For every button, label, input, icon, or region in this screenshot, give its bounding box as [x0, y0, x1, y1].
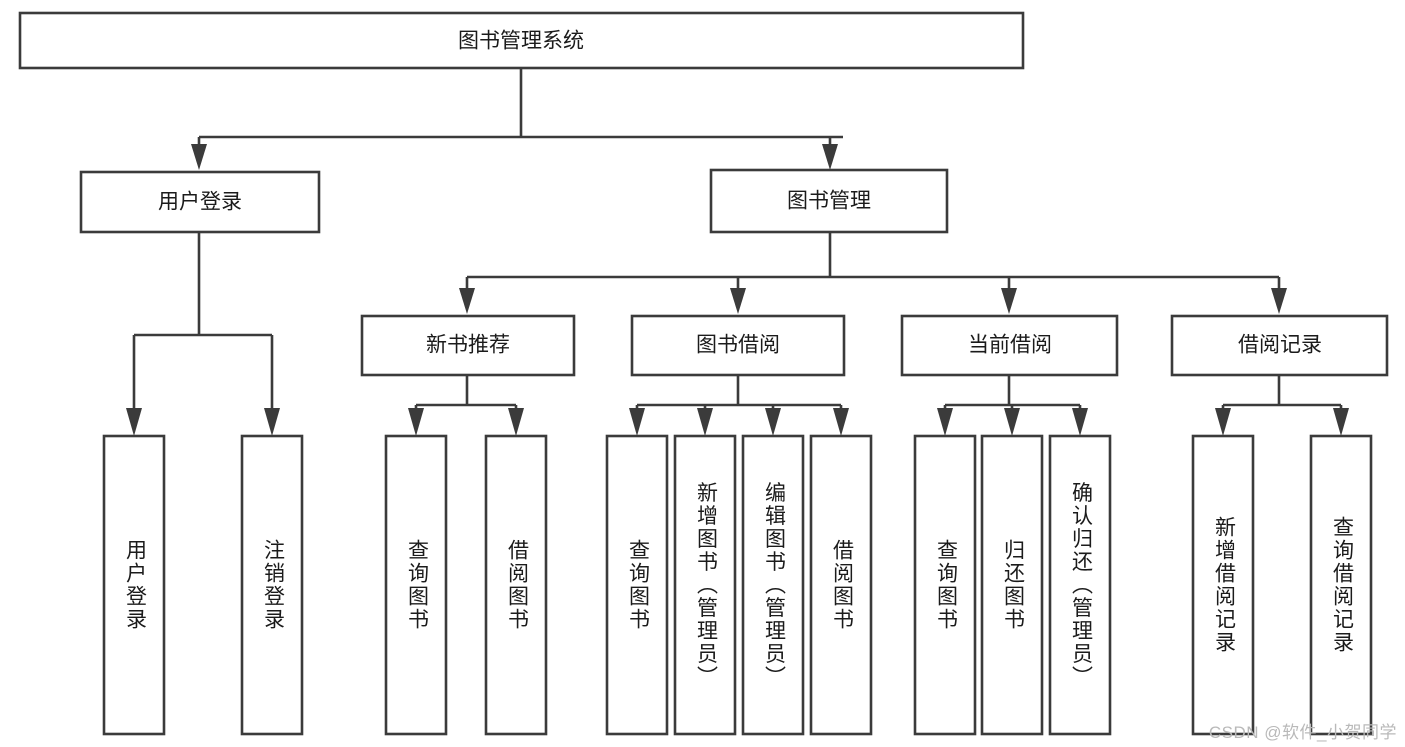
leaf-query-book-1-label: 查询图书: [405, 539, 429, 631]
arrowhead-book-management: [822, 144, 838, 170]
arrowhead-leaf-query-book-2: [629, 408, 645, 436]
arrowhead-leaf-edit-book: [765, 408, 781, 436]
arrowhead-borrow-record: [1271, 288, 1287, 314]
node-borrow-record-box[interactable]: [1170, 314, 1389, 377]
node-borrow-record-label: 借阅记录: [1238, 334, 1322, 357]
arrowhead-leaf-user-login: [126, 408, 142, 436]
node-root-box[interactable]: [18, 11, 1025, 70]
node-new-book-recommend-label: 新书推荐: [426, 334, 510, 357]
node-new-book-recommend-box[interactable]: [360, 314, 576, 377]
leaf-query-record[interactable]: 查询借阅记录: [1309, 434, 1373, 736]
node-book-management-box[interactable]: [709, 168, 949, 234]
leaf-borrow-book-1[interactable]: 借阅图书: [484, 434, 548, 736]
node-root[interactable]: 图书管理系统: [18, 11, 1025, 70]
leaf-query-book-2[interactable]: 查询图书: [605, 434, 669, 736]
leaf-borrow-book-2[interactable]: 借阅图书: [809, 434, 873, 736]
node-user-login-box[interactable]: [79, 170, 321, 234]
leaf-confirm-return-label: 确认归还（管理员）: [1069, 482, 1093, 689]
node-root-label: 图书管理系统: [458, 30, 584, 53]
leaf-query-book-1-box[interactable]: [384, 434, 448, 736]
arrowhead-new-book-recommend: [459, 288, 475, 314]
leaf-logout-login-label: 注销登录: [261, 539, 285, 631]
leaf-borrow-book-1-label: 借阅图书: [505, 539, 529, 631]
arrowhead-leaf-borrow-book-2: [833, 408, 849, 436]
leaf-edit-book-box[interactable]: [741, 434, 805, 736]
leaf-add-book-box[interactable]: [673, 434, 737, 736]
leaf-confirm-return-box[interactable]: [1048, 434, 1112, 736]
leaf-query-book-3[interactable]: 查询图书: [913, 434, 977, 736]
leaf-edit-book-label: 编辑图书（管理员）: [762, 482, 786, 689]
leaf-user-login-box[interactable]: [102, 434, 166, 736]
node-user-login-label: 用户登录: [158, 191, 242, 214]
arrowhead-leaf-confirm-return: [1072, 408, 1088, 436]
node-borrow-record[interactable]: 借阅记录: [1170, 314, 1389, 377]
leaf-query-record-label: 查询借阅记录: [1330, 516, 1354, 654]
leaf-query-book-3-label: 查询图书: [934, 539, 958, 631]
leaf-query-book-2-box[interactable]: [605, 434, 669, 736]
node-book-borrow-box[interactable]: [630, 314, 846, 377]
leaf-add-record-label: 新增借阅记录: [1212, 516, 1236, 654]
leaf-query-book-2-label: 查询图书: [626, 539, 650, 631]
node-book-management-label: 图书管理: [787, 190, 871, 213]
leaf-add-book[interactable]: 新增图书（管理员）: [673, 434, 737, 736]
edges-layer: [126, 68, 1349, 436]
arrowhead-leaf-add-record: [1215, 408, 1231, 436]
arrowhead-leaf-borrow-book-1: [508, 408, 524, 436]
leaf-query-book-1[interactable]: 查询图书: [384, 434, 448, 736]
leaf-edit-book[interactable]: 编辑图书（管理员）: [741, 434, 805, 736]
arrowhead-leaf-query-record: [1333, 408, 1349, 436]
leaf-confirm-return[interactable]: 确认归还（管理员）: [1048, 434, 1112, 736]
arrowhead-leaf-query-book-3: [937, 408, 953, 436]
leaf-user-login[interactable]: 用户登录: [102, 434, 166, 736]
leaf-return-book[interactable]: 归还图书: [980, 434, 1044, 736]
leaf-borrow-book-2-box[interactable]: [809, 434, 873, 736]
arrowhead-current-borrow: [1001, 288, 1017, 314]
leaf-logout-login-box[interactable]: [240, 434, 304, 736]
node-user-login[interactable]: 用户登录: [79, 170, 321, 234]
arrowhead-leaf-add-book: [697, 408, 713, 436]
leaf-add-book-label: 新增图书（管理员）: [694, 482, 718, 689]
leaf-query-record-box[interactable]: [1309, 434, 1373, 736]
node-book-management[interactable]: 图书管理: [709, 168, 949, 234]
arrowhead-user-login: [191, 144, 207, 170]
leaf-borrow-book-2-label: 借阅图书: [830, 539, 854, 631]
node-current-borrow[interactable]: 当前借阅: [900, 314, 1119, 377]
leaf-return-book-box[interactable]: [980, 434, 1044, 736]
leaf-user-login-label: 用户登录: [123, 539, 147, 631]
arrowhead-leaf-return-book: [1004, 408, 1020, 436]
node-book-borrow[interactable]: 图书借阅: [630, 314, 846, 377]
node-current-borrow-box[interactable]: [900, 314, 1119, 377]
node-current-borrow-label: 当前借阅: [968, 334, 1052, 357]
leaf-logout-login[interactable]: 注销登录: [240, 434, 304, 736]
leaf-query-book-3-box[interactable]: [913, 434, 977, 736]
leaf-add-record[interactable]: 新增借阅记录: [1191, 434, 1255, 736]
node-book-borrow-label: 图书借阅: [696, 334, 780, 357]
leaf-add-record-box[interactable]: [1191, 434, 1255, 736]
arrowhead-leaf-query-book-1: [408, 408, 424, 436]
leaf-borrow-book-1-box[interactable]: [484, 434, 548, 736]
arrowhead-book-borrow: [730, 288, 746, 314]
arrowhead-leaf-logout-login: [264, 408, 280, 436]
node-new-book-recommend[interactable]: 新书推荐: [360, 314, 576, 377]
leaf-return-book-label: 归还图书: [1001, 539, 1025, 631]
